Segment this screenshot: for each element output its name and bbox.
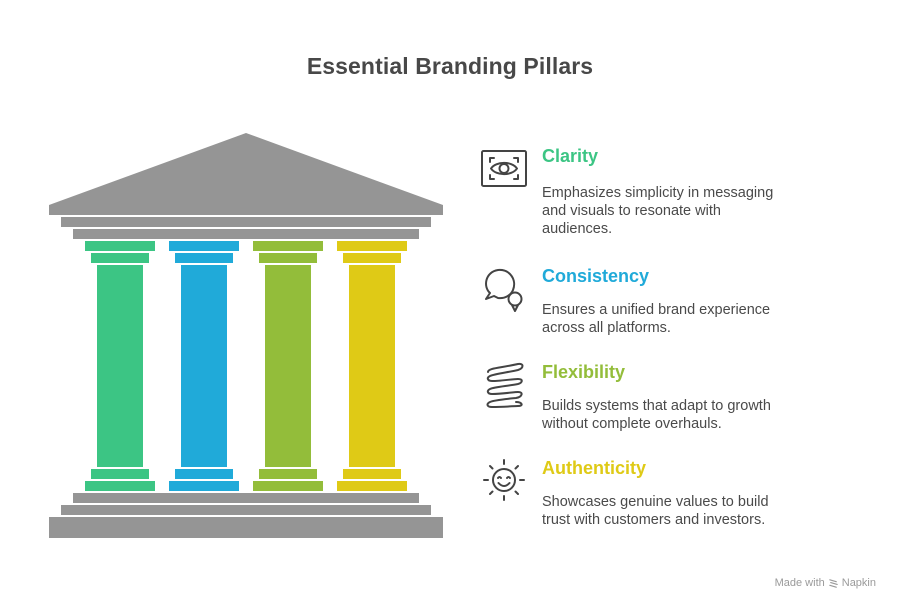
- pillar-authenticity: [337, 241, 407, 491]
- pillar-clarity: [85, 241, 155, 491]
- made-with-label: Made with: [774, 577, 825, 589]
- item-description: Builds systems that adapt to growth with…: [542, 398, 771, 432]
- base-step-middle: [61, 505, 431, 515]
- temple-roof: [49, 133, 443, 239]
- item-heading: Clarity: [542, 146, 599, 166]
- item-heading: Authenticity: [542, 458, 647, 478]
- spring-icon: [486, 362, 524, 408]
- napkin-brand: Napkin: [841, 577, 876, 589]
- item-heading: Flexibility: [542, 362, 626, 382]
- page-title: Essential Branding Pillars: [306, 53, 594, 79]
- entablature-upper: [61, 217, 431, 227]
- item-description: Emphasizes simplicity in messaging and v…: [542, 185, 774, 237]
- eye-icon: [481, 150, 527, 187]
- napkin-logo-icon: [828, 578, 838, 588]
- base-step-upper: [73, 493, 419, 503]
- chat-bubbles-icon: [485, 268, 523, 312]
- pediment: [49, 133, 443, 215]
- pillar-flexibility: [253, 241, 323, 491]
- temple-diagram: [49, 133, 443, 538]
- item-heading: Consistency: [542, 266, 650, 286]
- base-step-lower: [49, 517, 443, 538]
- footer-attribution[interactable]: Made with Napkin: [775, 577, 876, 589]
- item-description: Ensures a unified brand experience acros…: [542, 302, 771, 336]
- entablature-lower: [73, 229, 419, 239]
- temple-base: [49, 493, 443, 538]
- smiling-sun-icon: [483, 459, 525, 501]
- pillar-consistency: [169, 241, 239, 491]
- item-description: Showcases genuine values to build trust …: [542, 494, 769, 528]
